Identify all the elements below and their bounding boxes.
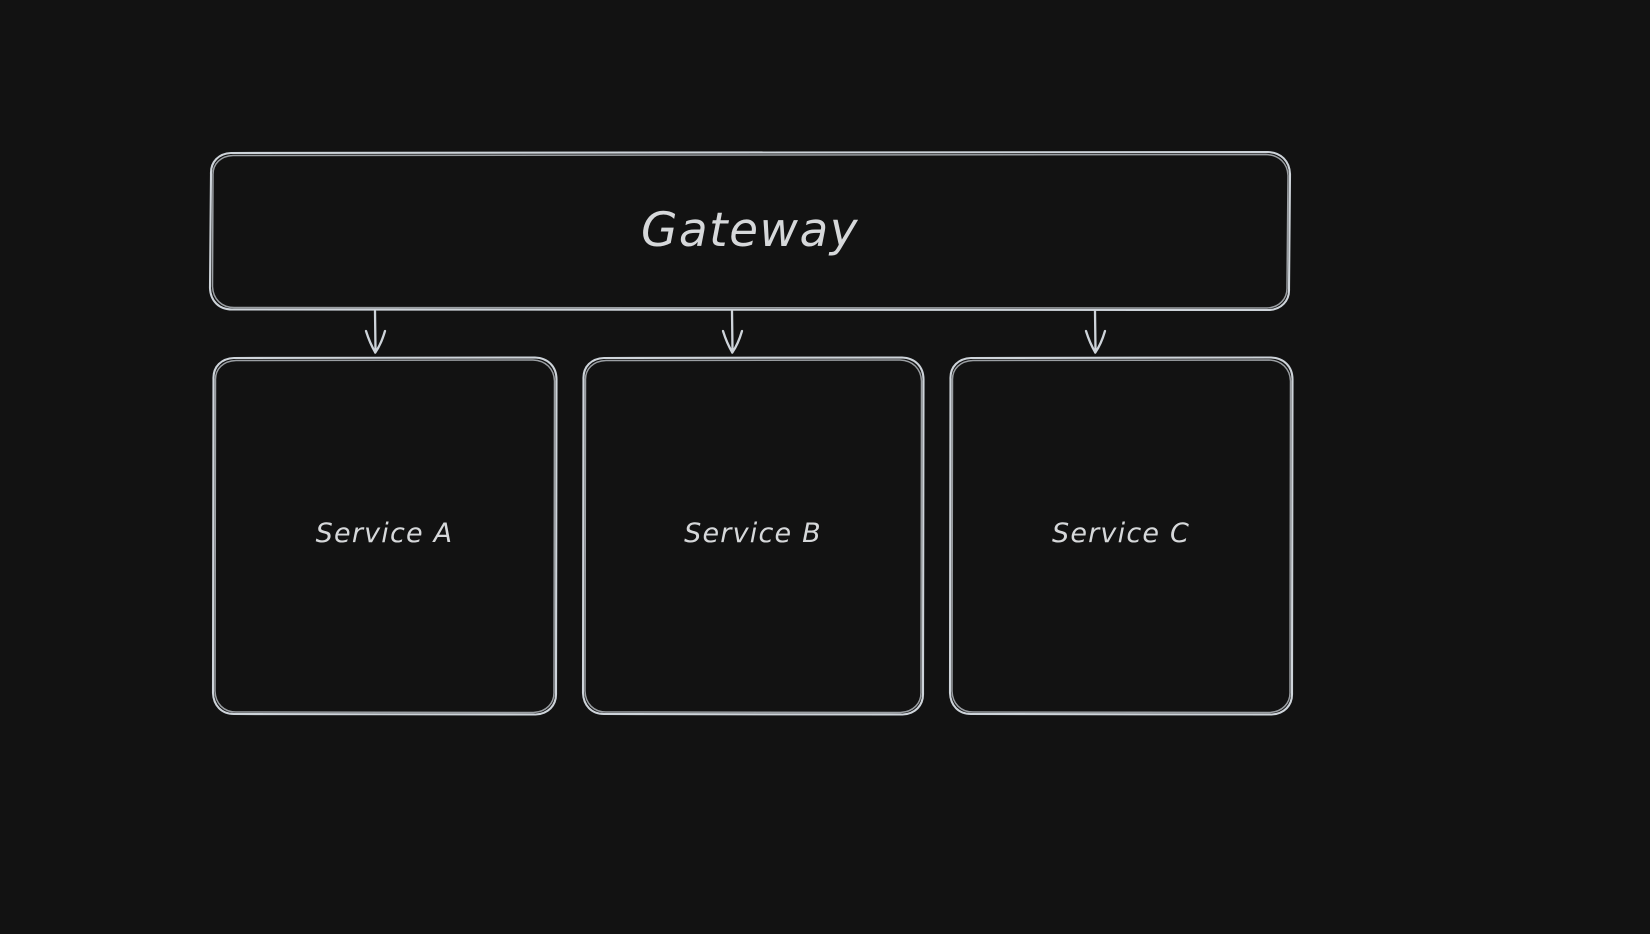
node-service-c[interactable]	[948, 356, 1294, 716]
edge-gateway-to-service-a[interactable]	[364, 309, 387, 354]
node-service-b[interactable]	[581, 356, 925, 716]
edge-gateway-to-service-b[interactable]	[721, 309, 744, 354]
node-gateway[interactable]	[208, 150, 1292, 312]
node-service-a[interactable]	[211, 356, 558, 716]
edge-gateway-to-service-c[interactable]	[1084, 309, 1107, 354]
